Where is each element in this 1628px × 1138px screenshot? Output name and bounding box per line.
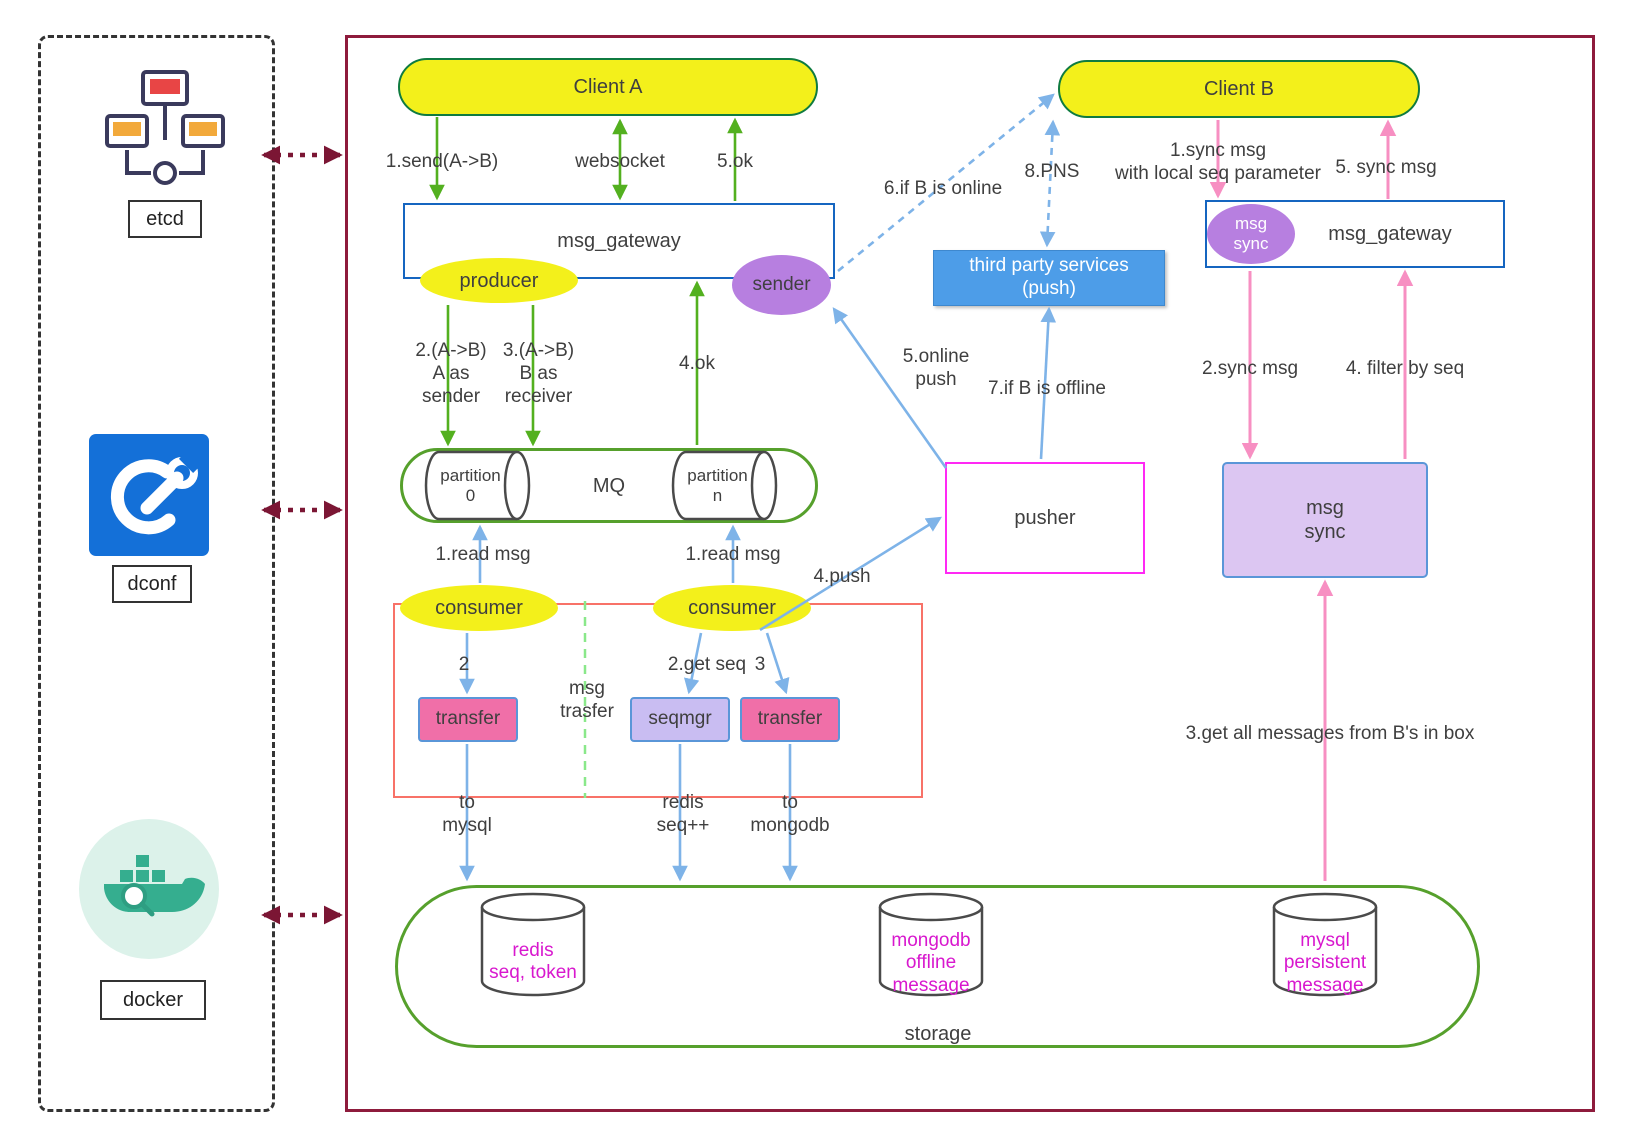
node-consumer-a: consumer bbox=[400, 585, 558, 631]
label-online-push: 5.online push bbox=[902, 346, 970, 391]
node-client-a: Client A bbox=[398, 58, 818, 116]
label-sync5: 5. sync msg bbox=[1335, 157, 1437, 178]
label-push4: 4.push bbox=[813, 566, 871, 587]
label-get-all: 3.get all messages from B's in box bbox=[1185, 723, 1475, 744]
label-to-mysql: to mysql bbox=[442, 792, 492, 837]
mysql-label: mysql persistent message bbox=[1283, 930, 1367, 996]
label-websocket: websocket bbox=[575, 151, 665, 172]
docker-label: docker bbox=[100, 980, 206, 1020]
node-transfer-b: transfer bbox=[740, 697, 840, 742]
label-redis-seq: redis seq++ bbox=[656, 792, 710, 837]
node-mysql bbox=[1272, 892, 1378, 997]
label-sync-local: 1.sync msg with local seq parameter bbox=[1115, 140, 1321, 185]
main-boundary bbox=[345, 35, 1595, 1112]
label-pns: 8.PNS bbox=[1024, 161, 1080, 182]
label-if-online: 6.if B is online bbox=[883, 178, 1003, 199]
label-ok5: 5.ok bbox=[717, 151, 753, 172]
label-ok4: 4.ok bbox=[679, 353, 715, 374]
node-seqmgr: seqmgr bbox=[630, 697, 730, 742]
mongodb-label: mongodb offline message bbox=[891, 930, 971, 996]
etcd-label: etcd bbox=[128, 200, 202, 238]
node-third-party-services: third party services (push) bbox=[933, 250, 1165, 306]
label-sync2: 2.sync msg bbox=[1201, 358, 1299, 379]
etcd-icon bbox=[105, 70, 225, 195]
partition-0-label: partition 0 bbox=[440, 465, 501, 505]
label-read-b: 1.read msg bbox=[685, 544, 781, 565]
node-partition-0: partition 0 bbox=[424, 450, 531, 521]
label-send: 1.send(A->B) bbox=[385, 151, 499, 172]
node-client-b: Client B bbox=[1058, 60, 1420, 118]
node-partition-n: partition n bbox=[671, 450, 778, 521]
label-step2: 2 bbox=[458, 654, 470, 675]
node-msg-sync: msg sync bbox=[1222, 462, 1428, 578]
dconf-icon bbox=[85, 432, 215, 560]
infra-panel bbox=[38, 35, 275, 1112]
label-step3: 3 bbox=[754, 654, 766, 675]
docker-icon bbox=[78, 818, 220, 960]
label-get-seq: 2.get seq bbox=[667, 654, 747, 675]
node-redis bbox=[480, 892, 586, 997]
node-transfer-a: transfer bbox=[418, 697, 518, 742]
node-producer: producer bbox=[420, 258, 578, 303]
dconf-label: dconf bbox=[112, 565, 192, 603]
label-b-as-receiver: 3.(A->B) B as receiver bbox=[502, 340, 575, 408]
partition-n-label: partition n bbox=[687, 465, 748, 505]
label-if-offline: 7.if B is offline bbox=[988, 378, 1106, 399]
label-msg-trasfer: msg trasfer bbox=[560, 678, 614, 723]
redis-label: redis seq, token bbox=[489, 940, 577, 984]
node-sender: sender bbox=[732, 255, 831, 315]
node-mongodb bbox=[878, 892, 984, 997]
label-read-a: 1.read msg bbox=[435, 544, 531, 565]
node-pusher: pusher bbox=[945, 462, 1145, 574]
storage-label: storage bbox=[904, 1023, 972, 1045]
label-to-mongodb: to mongodb bbox=[750, 792, 830, 837]
label-filter-seq: 4. filter by seq bbox=[1345, 358, 1465, 379]
label-a-as-sender: 2.(A->B) A as sender bbox=[415, 340, 487, 408]
node-msg-sync-badge: msg sync bbox=[1207, 204, 1295, 264]
node-consumer-b: consumer bbox=[653, 585, 811, 631]
